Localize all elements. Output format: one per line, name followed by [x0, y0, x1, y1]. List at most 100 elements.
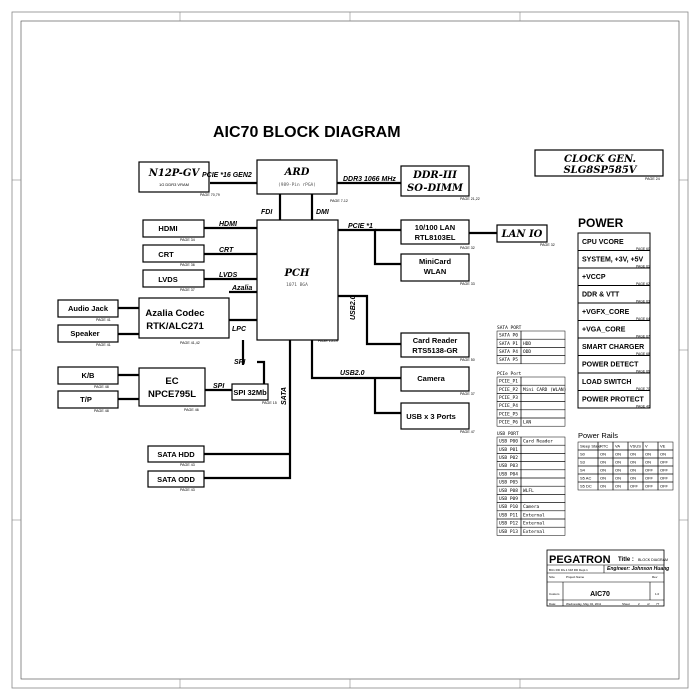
block-lan[interactable]: 10/100 LAN RTL8103EL PAGE 32 [400, 219, 475, 250]
table-cell: PCIE_P4 [499, 403, 518, 409]
svg-text:PCIE *16 GEN2: PCIE *16 GEN2 [202, 172, 252, 179]
block-sata-hdd[interactable]: SATA HDD PAGE 43 [147, 445, 205, 467]
block-ard[interactable]: ARD (989-Pin rPGA) PAGE 7-12 [256, 159, 348, 203]
power-item-page: PAGE 40 [636, 405, 650, 409]
block-audio-jack[interactable]: Audio Jack PAGE 41 [57, 299, 119, 322]
table-cell: External [523, 512, 545, 518]
block-tp[interactable]: T/P PAGE 48 [57, 390, 119, 413]
block-ec[interactable]: EC NPCE795L PAGE 46 [138, 367, 206, 412]
rails-cell: VE [660, 444, 666, 449]
table-row: USB P09 [496, 494, 566, 503]
svg-text:77: 77 [656, 602, 660, 606]
block-usb-ports[interactable]: USB x 3 Ports PAGE 47 [400, 402, 475, 434]
block-clock-gen[interactable]: CLOCK GEN. SLG8SP585V PAGE 24 [534, 149, 664, 181]
table-cell: USB P02 [499, 455, 518, 461]
svg-text:EC: EC [165, 376, 178, 387]
svg-text:DDR-III: DDR-III [412, 170, 457, 181]
block-card-reader[interactable]: Card Reader RTS5138-GR PAGE 50 [400, 332, 475, 362]
block-n12p-gv[interactable]: N12P-GV 1G DDR3 VRAM PAGE 70,79 [138, 161, 220, 197]
svg-text:Camera: Camera [417, 374, 445, 383]
rails-cell: ON [630, 460, 636, 465]
svg-text:PAGE 41: PAGE 41 [96, 318, 111, 322]
title-block: PEGATRON Title : BLOCK DIAGRAM BU1 RD Di… [546, 549, 669, 607]
svg-text:Sheet: Sheet [622, 602, 630, 606]
block-ddr3-sodimm[interactable]: DDR-III SO-DIMM PAGE 21,22 [400, 165, 480, 201]
svg-text:PAGE 15: PAGE 15 [262, 401, 277, 405]
rails-cell: S5 AC [580, 476, 591, 481]
table-row: PCIE_P4 [496, 401, 566, 411]
table-heading: USB PORT [497, 431, 519, 437]
table-cell: PCIE_P5 [499, 411, 518, 417]
bus-lines [118, 181, 497, 480]
rails-cell: RTC [600, 444, 608, 449]
svg-text:Azalia: Azalia [231, 285, 252, 292]
svg-text:PAGE 41: PAGE 41 [96, 343, 111, 347]
svg-text:PAGE 36: PAGE 36 [180, 263, 195, 267]
block-hdmi[interactable]: HDMI PAGE 34 [142, 219, 205, 242]
frame-ticks [12, 12, 688, 688]
rails-cell: ON [615, 476, 621, 481]
block-lvds[interactable]: LVDS PAGE 37 [142, 269, 205, 292]
svg-text:1.0: 1.0 [655, 592, 660, 596]
svg-text:LVDS: LVDS [219, 272, 238, 279]
block-kb[interactable]: K/B PAGE 48 [57, 366, 119, 389]
block-sata-odd[interactable]: SATA ODD PAGE 43 [147, 470, 205, 492]
rails-cell: Sleep State [580, 444, 601, 449]
power-item-page: PAGE 60 [636, 247, 650, 251]
table-cell: USB P08 [499, 488, 518, 494]
table-row: SATA P0 [496, 330, 566, 340]
svg-text:SPI 32Mb: SPI 32Mb [233, 388, 267, 397]
table-cell: USB P00 [499, 439, 518, 445]
table-cell: USB P10 [499, 504, 518, 510]
svg-text:PAGE 21,22: PAGE 21,22 [460, 197, 480, 201]
table-row: USB P08 WLFL [496, 485, 566, 495]
rails-cell: V [645, 444, 648, 449]
block-lan-io[interactable]: LAN IO PAGE 32 [496, 224, 555, 247]
table-cell: USB P13 [499, 529, 518, 535]
block-camera[interactable]: Camera PAGE 37 [400, 366, 475, 396]
svg-text:PAGE 33: PAGE 33 [460, 282, 475, 286]
svg-text:Custom: Custom [549, 592, 560, 596]
block-pch[interactable]: PCH 1071 BGA PAGE 15-19 [256, 219, 339, 343]
rails-cell: ON [645, 452, 651, 457]
block-azalia-codec[interactable]: Azalia Codec RTK/ALC271 PAGE 41,42 [138, 297, 230, 345]
svg-text:PAGE 37: PAGE 37 [180, 288, 195, 292]
block-crt[interactable]: CRT PAGE 36 [142, 244, 205, 267]
power-item-label: +VCCP [582, 274, 606, 281]
rails-cell: ON [660, 452, 666, 457]
svg-text:BLOCK DIAGRAM: BLOCK DIAGRAM [638, 558, 668, 562]
table-row: USB P04 [496, 469, 566, 479]
svg-text:Wednesday, May 04, 2011: Wednesday, May 04, 2011 [566, 602, 602, 606]
power-item-page: PAGE 67 [636, 335, 650, 339]
svg-text:2: 2 [638, 602, 640, 606]
rails-cell: VA [615, 444, 620, 449]
svg-text:SATA HDD: SATA HDD [157, 450, 195, 459]
svg-text:PAGE 7-12: PAGE 7-12 [330, 199, 348, 203]
power-item-page: PAGE 69 [636, 370, 650, 374]
svg-text:PAGE 41,42: PAGE 41,42 [180, 341, 200, 345]
table-cell: WLFL [523, 488, 534, 494]
block-minicard-wlan[interactable]: MiniCard WLAN PAGE 33 [400, 253, 475, 286]
table-cell: SATA P1 [499, 341, 518, 347]
svg-text:Project Name: Project Name [566, 575, 585, 579]
svg-text:SATA: SATA [281, 387, 288, 405]
table-cell: USB P09 [499, 496, 518, 502]
table-row: USB P02 [496, 453, 566, 462]
block-speaker[interactable]: Speaker PAGE 41 [57, 324, 119, 347]
block-spi-rom[interactable]: SPI 32Mb PAGE 15 [231, 383, 277, 405]
